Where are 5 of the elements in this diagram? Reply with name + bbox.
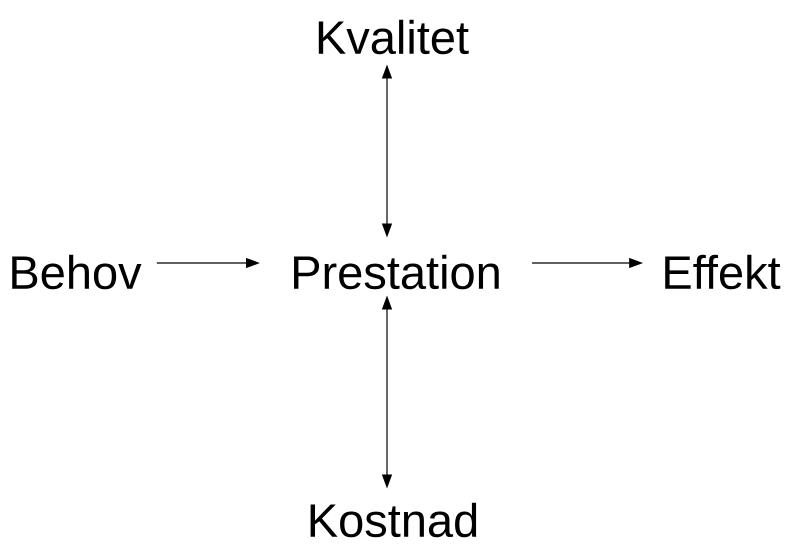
node-label: Prestation xyxy=(294,254,499,290)
node-label: Kvalitet xyxy=(318,20,469,54)
node-label: Behov xyxy=(12,254,142,290)
node-label: Kostnad xyxy=(310,502,476,538)
node-label: Effekt xyxy=(665,254,780,290)
